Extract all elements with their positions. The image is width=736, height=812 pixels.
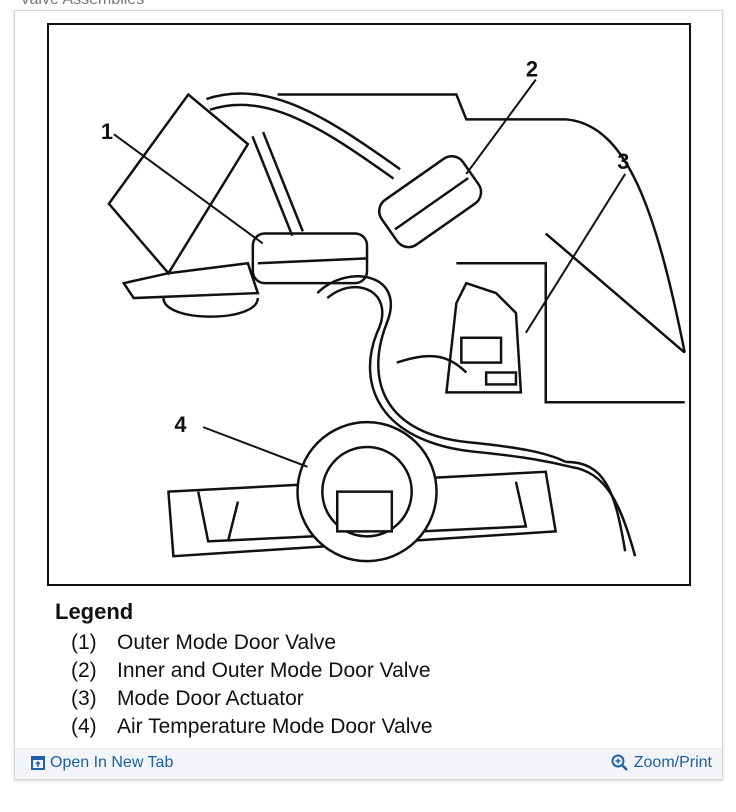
open-in-new-tab-label: Open In New Tab	[50, 754, 174, 771]
callout-2: 2	[526, 57, 538, 82]
legend-label: Air Temperature Mode Door Valve	[117, 715, 433, 738]
legend-number: (2)	[71, 659, 97, 682]
legend-item: (1) Outer Mode Door Valve	[71, 629, 433, 657]
legend-item: (2) Inner and Outer Mode Door Valve	[71, 657, 433, 685]
legend-number: (1)	[71, 631, 97, 654]
legend-item: (4) Air Temperature Mode Door Valve	[71, 713, 433, 741]
legend-label: Inner and Outer Mode Door Valve	[117, 659, 431, 682]
figure-caption: Valve Assemblies	[20, 0, 144, 9]
legend-number: (4)	[71, 715, 97, 738]
valve-assemblies-diagram[interactable]: 1 2 3 4	[47, 23, 691, 586]
legend-label: Mode Door Actuator	[117, 687, 304, 710]
zoom-print-link[interactable]: Zoom/Print	[611, 754, 712, 772]
zoom-in-icon	[611, 754, 628, 771]
zoom-print-label: Zoom/Print	[633, 754, 712, 771]
legend-title: Legend	[55, 599, 134, 624]
open-new-tab-icon	[31, 756, 45, 770]
legend-label: Outer Mode Door Valve	[117, 631, 337, 654]
callout-4: 4	[174, 412, 187, 437]
diagram-drawing: 1 2 3 4	[101, 57, 686, 563]
figure-footer: Open In New Tab Zoom/Print	[15, 748, 722, 779]
open-in-new-tab-link[interactable]: Open In New Tab	[31, 754, 173, 772]
legend-number: (3)	[71, 687, 97, 710]
figure-card: 1 2 3 4 Legend (1) Outer Mode Door Valve …	[14, 10, 723, 780]
callout-3: 3	[617, 149, 629, 174]
legend: Legend (1) Outer Mode Door Valve (2) Inner…	[55, 599, 433, 741]
legend-item: (3) Mode Door Actuator	[71, 685, 433, 713]
callout-1: 1	[101, 119, 113, 144]
